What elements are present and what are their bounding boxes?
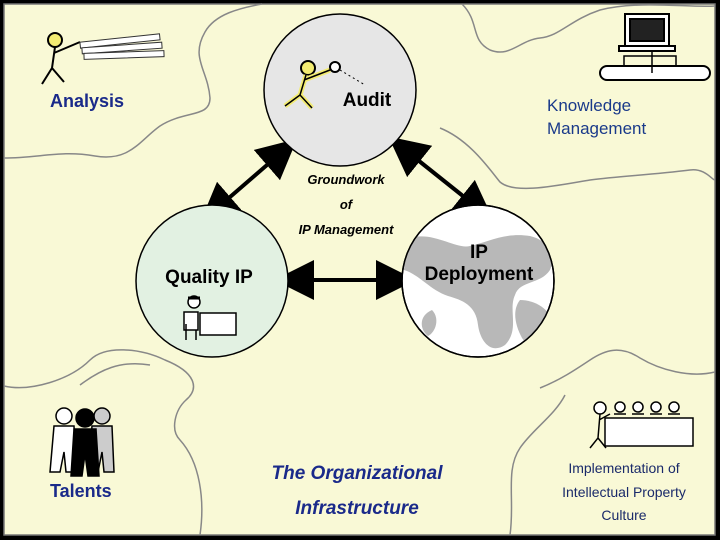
arrow-audit-quality [199, 138, 298, 224]
audit-label: Audit [343, 90, 392, 111]
infrastructure-line2: Infrastructure [295, 498, 419, 519]
talents-icon [49, 407, 115, 477]
analysis-icon [41, 32, 165, 85]
desk-worker-icon [183, 295, 237, 340]
computer-network-icon [599, 13, 711, 81]
talents-label: Talents [50, 481, 112, 501]
audience-icon [589, 401, 694, 449]
infrastructure-line1: The Organizational [271, 463, 443, 484]
management-label: Management [547, 119, 647, 138]
groundwork-line3: IP Management [299, 222, 395, 237]
connector-arrows [199, 136, 494, 300]
auditor-icon [283, 60, 366, 110]
culture-label-line2: Intellectual Property [562, 484, 686, 500]
analysis-label: Analysis [50, 91, 124, 111]
groundwork-line1: Groundwork [307, 172, 385, 187]
deployment-label-line2: Deployment [425, 264, 534, 285]
culture-label-line3: Culture [601, 507, 646, 523]
knowledge-label: Knowledge [547, 96, 631, 115]
deployment-label-line1: IP [470, 242, 488, 263]
culture-label-line1: Implementation of [568, 460, 679, 476]
quality-ip-label: Quality IP [165, 267, 253, 288]
quality-ip-circle [135, 204, 289, 358]
arrow-audit-deployment [388, 136, 494, 221]
groundwork-line2: of [340, 197, 354, 212]
audit-circle [263, 13, 417, 167]
